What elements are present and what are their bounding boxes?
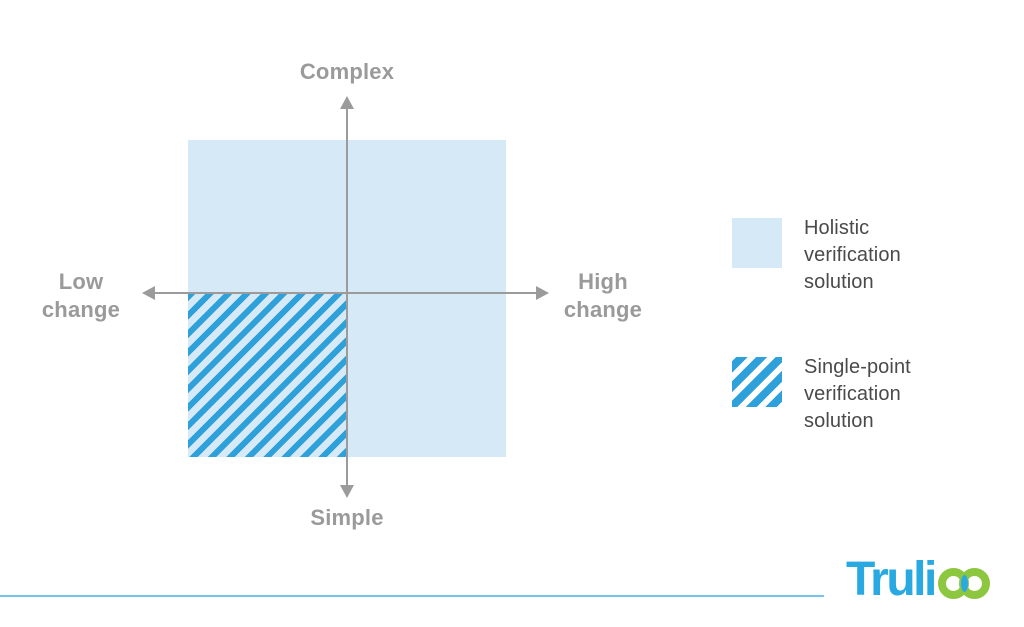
arrow-right-icon bbox=[536, 286, 549, 300]
axis-label-complex: Complex bbox=[299, 59, 395, 84]
vertical-axis-line bbox=[346, 107, 348, 487]
legend-label-single-point: Single-point verification solution bbox=[804, 356, 911, 432]
axis-label-low-change: Low change bbox=[11, 268, 151, 324]
trulioo-logo-text: Truli bbox=[846, 553, 937, 606]
arrow-down-icon bbox=[340, 485, 354, 498]
axis-label-simple: Simple bbox=[310, 505, 384, 530]
axis-label-low-change-line2: change bbox=[41, 297, 121, 322]
horizontal-axis-line bbox=[155, 292, 537, 294]
single-point-solution-region bbox=[188, 293, 347, 457]
legend-swatch-single-point bbox=[732, 357, 782, 407]
arrow-up-icon bbox=[340, 96, 354, 109]
logo-overlap-lens-icon bbox=[960, 575, 968, 592]
trulioo-logo: Truli bbox=[846, 553, 990, 606]
trulioo-logo-oo-rings-icon bbox=[937, 568, 990, 599]
axis-label-high-change-line2: change bbox=[563, 297, 643, 322]
arrow-left-icon bbox=[142, 286, 155, 300]
axis-label-high-change: High change bbox=[533, 268, 673, 324]
axis-label-high-change-line1: High bbox=[578, 269, 628, 294]
legend-swatch-holistic bbox=[732, 218, 782, 268]
axis-label-low-change-line1: Low bbox=[58, 269, 104, 294]
footer-divider-line bbox=[0, 595, 824, 597]
legend-label-holistic: Holistic verification solution bbox=[804, 217, 901, 293]
